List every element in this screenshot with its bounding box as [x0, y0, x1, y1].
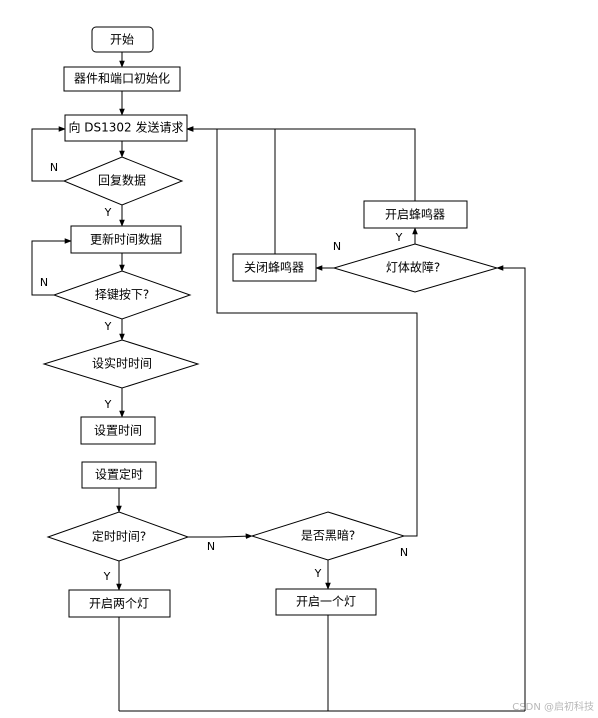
node-update-time: 更新时间数据 [70, 225, 182, 254]
node-turn-on-one-label: 开启一个灯 [296, 595, 356, 609]
node-send-request: 向 DS1302 发送请求 [64, 114, 188, 142]
node-set-time-label: 设置时间 [94, 424, 142, 438]
node-init-label: 器件和端口初始化 [74, 72, 170, 86]
node-set-timer-label: 设置定时 [95, 467, 143, 482]
node-is-dark-label: 是否黑暗? [301, 528, 355, 543]
arrow-reply-no-loop [31, 126, 66, 182]
label-setreal-yes: Y [104, 398, 112, 411]
node-set-real-time: 设实时时间 [42, 339, 200, 389]
label-dark-yes: Y [314, 567, 322, 580]
node-turn-on-buzzer-label: 开启蜂鸣器 [385, 207, 445, 222]
label-reply-yes: Y [104, 206, 112, 219]
node-start: 开始 [91, 26, 154, 53]
node-reply-data: 回复数据 [62, 156, 184, 206]
label-reply-no: N [50, 161, 58, 174]
node-lamp-fault: 灯体故障? [332, 243, 499, 293]
label-fault-no: N [333, 240, 341, 253]
connectors [31, 52, 526, 712]
label-timer-no: N [207, 540, 215, 553]
node-set-timer: 设置定时 [81, 461, 157, 489]
node-turn-on-one: 开启一个灯 [275, 588, 377, 616]
node-reply-data-label: 回复数据 [98, 173, 146, 188]
node-timer-time-label: 定时时间? [92, 529, 146, 544]
label-key-yes: Y [104, 320, 112, 333]
node-lamp-fault-label: 灯体故障? [386, 260, 440, 275]
branch-labels: N Y N Y Y N Y N Y N Y [40, 161, 408, 583]
label-fault-yes: Y [395, 231, 403, 244]
node-set-real-time-label: 设实时时间 [92, 356, 152, 371]
watermark: CSDN @启初科技 [512, 700, 594, 713]
node-key-pressed: 择键按下? [52, 270, 192, 320]
arrow-timer-dark [188, 533, 253, 539]
node-is-dark: 是否黑暗? [250, 511, 406, 561]
node-set-time: 设置时间 [80, 416, 156, 445]
label-timer-yes: Y [103, 570, 111, 583]
node-turn-on-buzzer: 开启蜂鸣器 [363, 200, 468, 229]
arrow-buzzeron-loop [186, 126, 416, 201]
arrow-bottom-fault [496, 265, 526, 711]
node-turn-on-two-label: 开启两个灯 [89, 597, 149, 611]
node-update-time-label: 更新时间数据 [90, 232, 162, 247]
node-turn-on-two: 开启两个灯 [68, 589, 171, 618]
node-timer-time: 定时时间? [46, 511, 190, 562]
label-key-no: N [40, 276, 48, 289]
node-turn-off-buzzer: 关闭蜂鸣器 [232, 253, 317, 282]
node-turn-off-buzzer-label: 关闭蜂鸣器 [244, 260, 304, 275]
arrow-dark-no-loop [186, 126, 418, 537]
node-key-pressed-label: 择键按下? [95, 288, 149, 302]
label-dark-no: N [400, 546, 408, 559]
node-start-label: 开始 [110, 33, 134, 47]
node-init: 器件和端口初始化 [63, 66, 181, 92]
node-send-request-label: 向 DS1302 发送请求 [68, 120, 183, 135]
arrow-key-no-loop [31, 238, 72, 296]
